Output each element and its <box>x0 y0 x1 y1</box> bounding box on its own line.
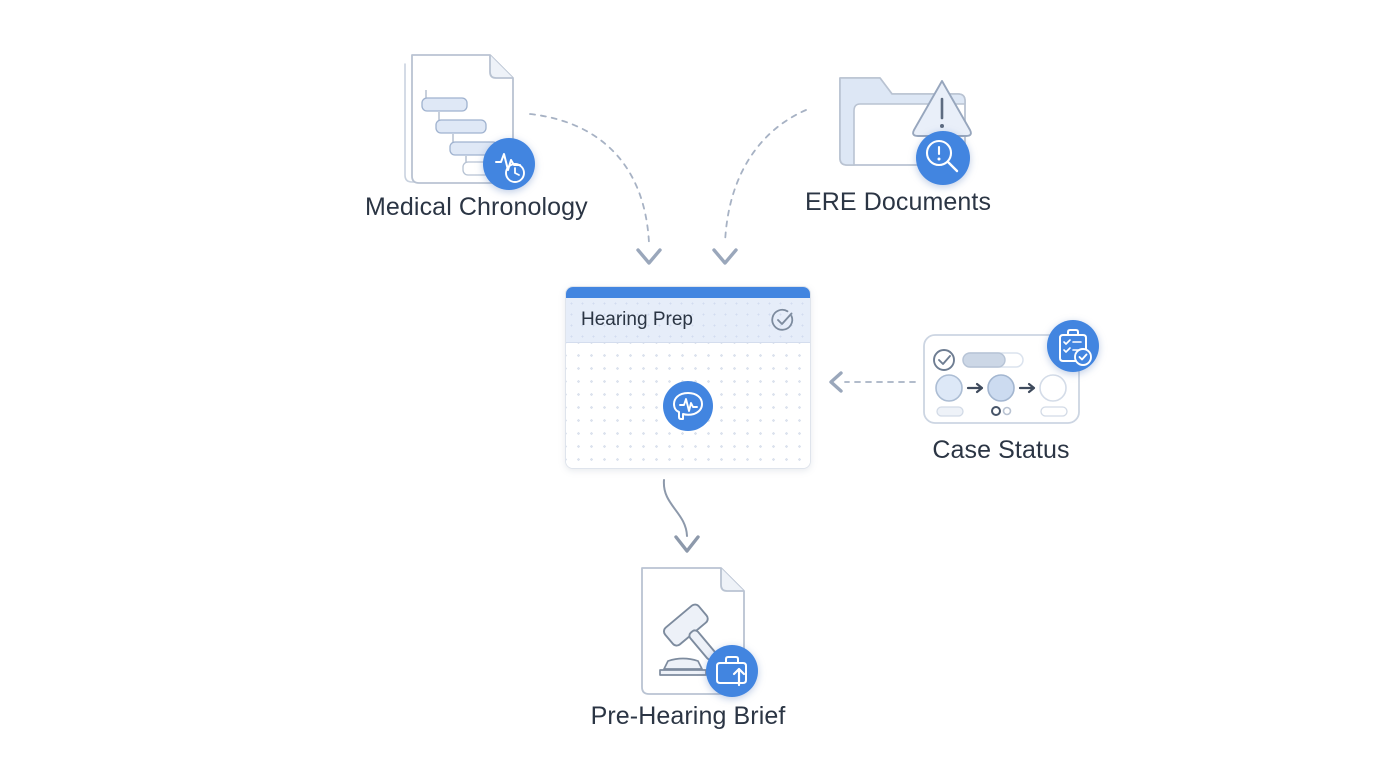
node-pre-hearing-brief[interactable]: Pre-Hearing Brief <box>588 562 788 730</box>
node-label-pre-hearing-brief: Pre-Hearing Brief <box>590 702 786 730</box>
gavel-document-icon <box>641 567 758 697</box>
node-label-case-status: Case Status <box>932 436 1070 464</box>
node-label-ere-documents: ERE Documents <box>804 188 992 216</box>
hearing-prep-card[interactable]: Hearing Prep <box>565 286 811 469</box>
connector-hearing-prep-to-pre-hearing-brief <box>662 479 700 553</box>
node-case-status[interactable]: Case Status <box>901 318 1101 464</box>
check-circle-icon[interactable] <box>770 307 796 333</box>
connector-ere-documents-to-hearing-prep <box>712 109 807 265</box>
pulse-clock-icon <box>483 138 535 190</box>
briefcase-upload-icon <box>706 645 758 697</box>
card-top-accent-bar <box>566 287 810 298</box>
card-header: Hearing Prep <box>566 298 810 343</box>
status-workflow-card-icon <box>923 320 1099 424</box>
card-body <box>566 343 810 468</box>
clipboard-check-icon <box>1047 320 1099 372</box>
document-timeline-icon <box>404 54 535 190</box>
node-ere-documents[interactable]: ERE Documents <box>798 58 998 216</box>
search-alert-icon <box>916 131 970 185</box>
brain-pulse-icon <box>663 381 713 431</box>
node-label-medical-chronology: Medical Chronology <box>365 193 588 221</box>
node-medical-chronology[interactable]: Medical Chronology <box>365 38 588 221</box>
card-title: Hearing Prep <box>581 309 693 330</box>
folder-warning-icon <box>839 77 972 185</box>
